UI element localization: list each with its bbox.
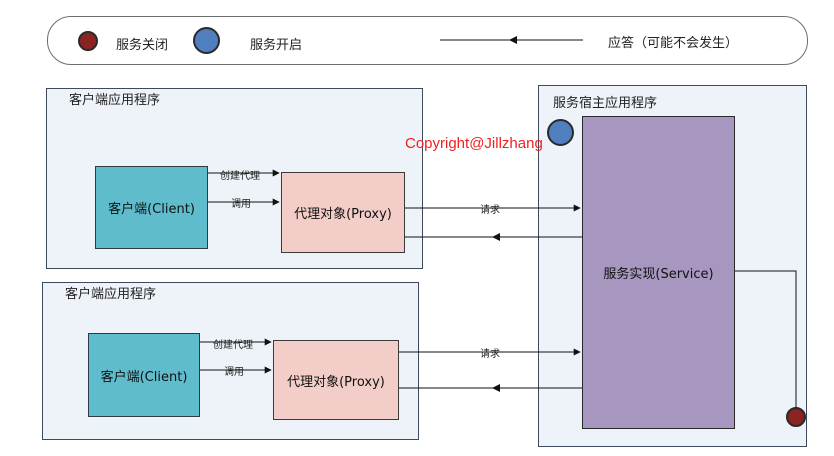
proxy-box-2: 代理对象(Proxy) xyxy=(273,340,399,420)
legend-closed-label: 服务关闭 xyxy=(116,38,169,53)
call-label-1: 调用 xyxy=(231,199,251,210)
legend xyxy=(47,16,808,65)
service-open-icon xyxy=(193,27,220,54)
service-host-title: 服务宿主应用程序 xyxy=(553,96,658,111)
create-proxy-label-2: 创建代理 xyxy=(213,340,253,351)
client-box-1: 客户端(Client) xyxy=(95,166,208,249)
request-label-2: 请求 xyxy=(480,349,500,360)
service-box: 服务实现(Service) xyxy=(582,116,735,429)
call-label-2: 调用 xyxy=(224,367,244,378)
service-closed-icon xyxy=(78,31,98,51)
service-close-connector xyxy=(735,270,797,408)
client-app-title-2: 客户端应用程序 xyxy=(65,287,157,302)
request-label-1: 请求 xyxy=(480,205,500,216)
legend-open-label: 服务开启 xyxy=(250,38,303,53)
client-box-2: 客户端(Client) xyxy=(88,333,200,417)
proxy-box-1: 代理对象(Proxy) xyxy=(281,172,405,253)
client-app-title-1: 客户端应用程序 xyxy=(69,93,161,108)
create-proxy-label-1: 创建代理 xyxy=(220,171,260,182)
service-open-status-icon xyxy=(547,119,574,146)
watermark: Copyright@Jillzhang xyxy=(405,135,543,152)
legend-reply-label: 应答（可能不会发生） xyxy=(608,36,739,51)
